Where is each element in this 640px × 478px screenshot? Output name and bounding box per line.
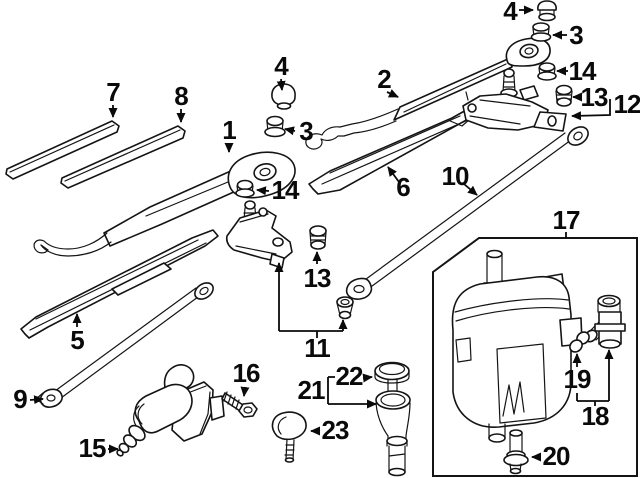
- wiper-arm-2-drawing: [305, 37, 551, 150]
- callout-2: 2: [377, 64, 391, 94]
- callout-numbers: 7 8 4 3 1 14 2 4 3 14 13 12 6 10 17 13 1…: [13, 0, 640, 471]
- callout-18: 18: [582, 401, 609, 431]
- callout-12: 12: [614, 89, 640, 119]
- pivot-bracket-assembly-11-drawing: [225, 200, 293, 269]
- callout-7: 7: [106, 77, 120, 107]
- pivot-bracket-assembly-12-drawing: [462, 68, 567, 132]
- leader-lines: [29, 5, 614, 462]
- pivot-cap-3-left-drawing: [264, 115, 286, 138]
- wiper-refill-strip-7-drawing: [5, 120, 120, 180]
- reservoir-bolt-20-drawing: [503, 429, 529, 475]
- pivot-cap-11-drawing: [336, 296, 354, 320]
- pivot-cap-14-right-drawing: [537, 62, 557, 81]
- pivot-cap-4-left-drawing: [271, 83, 296, 110]
- callout-22: 22: [336, 361, 363, 391]
- wiper-linkage-rod-10-drawing: [345, 126, 589, 300]
- callout-13-right: 13: [581, 82, 608, 112]
- wiper-refill-strip-8-drawing: [60, 125, 186, 189]
- callout-20: 20: [543, 441, 570, 471]
- callout-1: 1: [222, 115, 236, 145]
- pivot-cap-3-right-drawing: [530, 22, 552, 42]
- callout-11: 11: [304, 333, 330, 363]
- pivot-cap-4-right-drawing: [537, 0, 557, 22]
- mounting-screw-16-drawing: [221, 391, 258, 418]
- pivot-cap-14-left-drawing: [235, 179, 255, 198]
- callout-21: 21: [298, 375, 325, 405]
- callout-19: 19: [564, 364, 591, 394]
- callout-16: 16: [233, 358, 260, 388]
- callout-10: 10: [442, 161, 469, 191]
- callout-23: 23: [322, 415, 349, 445]
- callout-9: 9: [13, 384, 27, 414]
- callout-14-left: 14: [272, 175, 300, 205]
- callout-4-left: 4: [274, 51, 289, 81]
- grommet-13-right-drawing: [555, 84, 573, 107]
- callout-8: 8: [174, 81, 188, 111]
- callout-4-right: 4: [503, 0, 518, 26]
- callout-17: 17: [553, 205, 580, 235]
- washer-filler-neck-drawing: [374, 361, 411, 477]
- wiper-blade-5-drawing: [20, 229, 219, 339]
- callout-14-right: 14: [569, 56, 597, 86]
- wiper-linkage-rod-9-drawing: [35, 282, 214, 408]
- callout-6: 6: [396, 172, 410, 202]
- washer-nozzle-23-drawing: [271, 411, 307, 463]
- callout-3-left: 3: [299, 116, 313, 146]
- callout-3-right: 3: [569, 20, 583, 50]
- reservoir-box-17: [432, 237, 638, 477]
- pump-grommet-19-drawing: [569, 331, 590, 353]
- washer-reservoir-tank-drawing: [451, 249, 583, 443]
- callout-15: 15: [79, 433, 106, 463]
- wiper-motor-15-drawing: [116, 364, 225, 457]
- callout-13-left: 13: [304, 263, 331, 293]
- grommet-13-left-drawing: [309, 225, 327, 250]
- callout-5: 5: [70, 325, 84, 355]
